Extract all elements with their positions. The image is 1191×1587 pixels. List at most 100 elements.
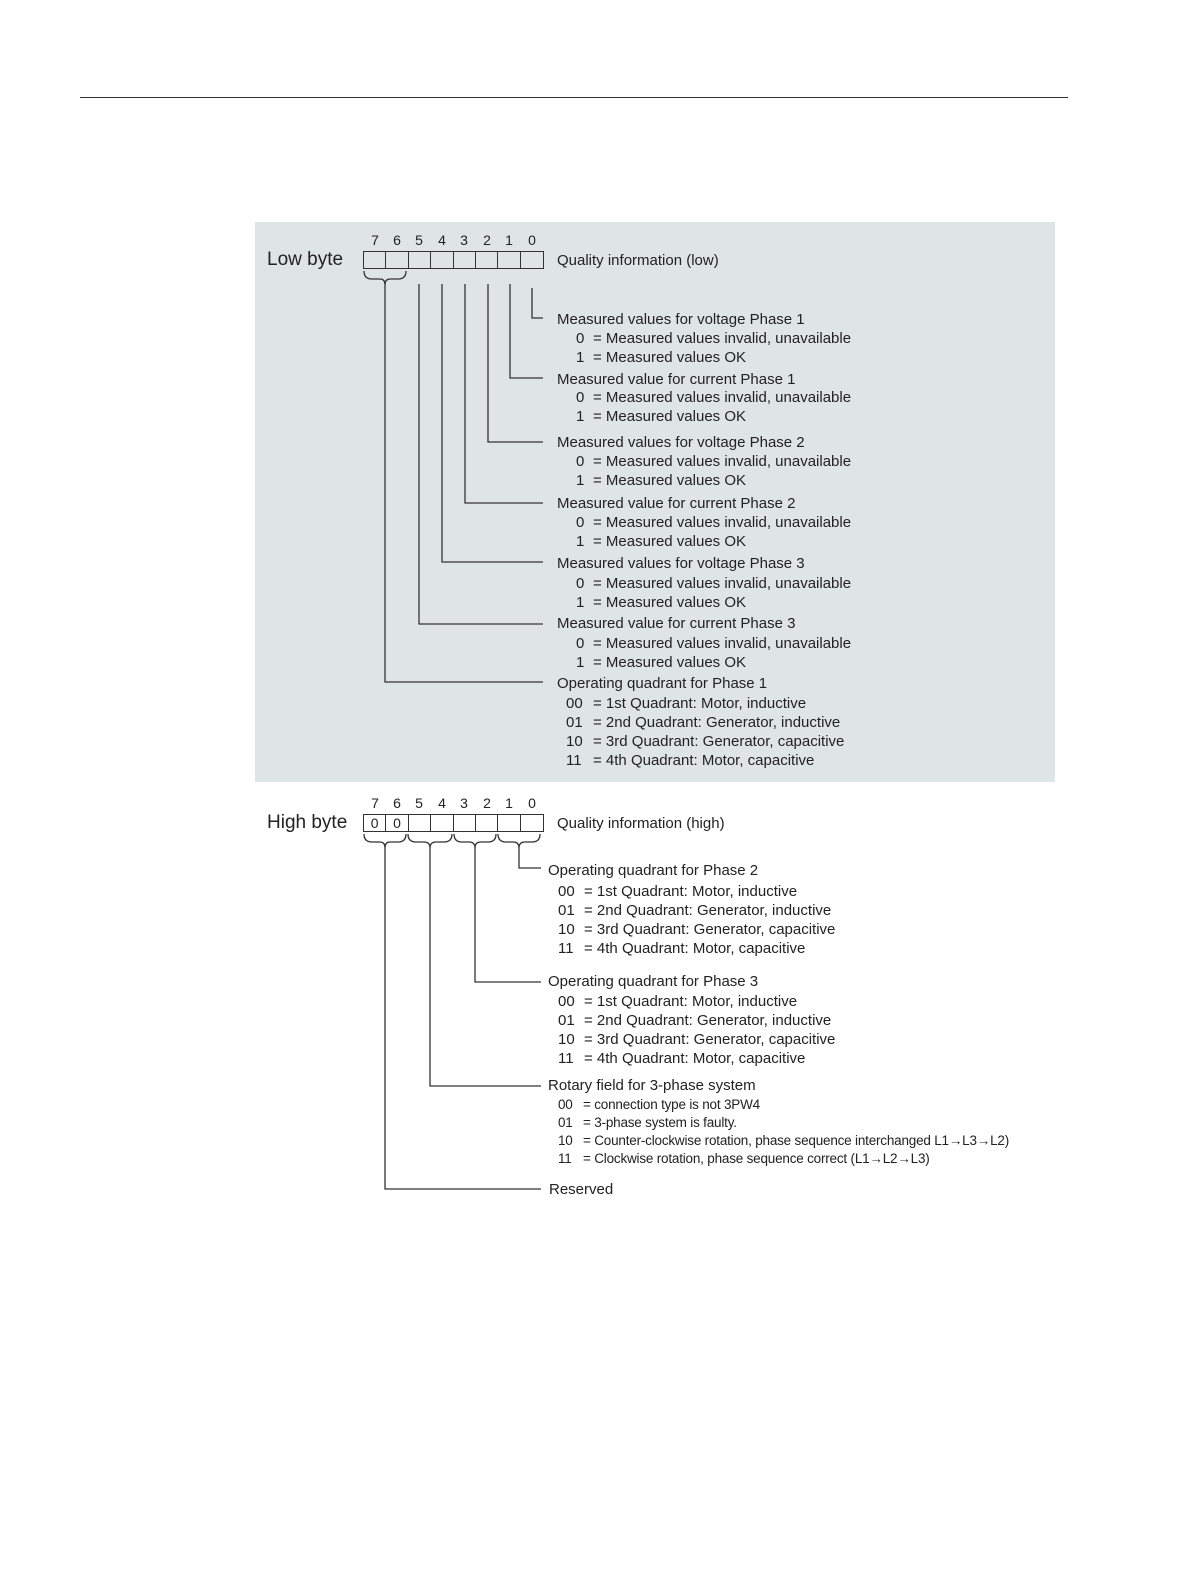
low-leader-bit4	[441, 284, 543, 563]
value-text: = Measured values OK	[593, 654, 746, 671]
low-bit-cell	[409, 252, 432, 268]
value-text: = 3rd Quadrant: Generator, capacitive	[584, 1031, 836, 1048]
low-bit-cell	[454, 252, 476, 268]
high-bit-number: 6	[393, 795, 401, 811]
low-bit-number: 7	[371, 232, 379, 248]
low-brace-bits-7-6	[363, 270, 407, 286]
low-byte-header: Quality information (low)	[557, 252, 719, 269]
value-text: = 1st Quadrant: Motor, inductive	[584, 883, 798, 900]
high-bit-cell: 0	[386, 815, 409, 831]
value-text: = Measured values invalid, unavailable	[593, 453, 852, 470]
value-code: 11	[558, 1050, 574, 1067]
value-code: 1	[576, 349, 585, 366]
low-bit-cell	[386, 252, 409, 268]
high-brace-bits-7-6	[363, 833, 407, 849]
field-title: Operating quadrant for Phase 1	[557, 675, 768, 692]
value-code: 0	[576, 575, 585, 592]
low-byte-label: Low byte	[267, 249, 344, 270]
low-leader-bit76	[384, 285, 543, 683]
value-code: 1	[576, 654, 585, 671]
value-text: = 2nd Quadrant: Generator, inductive	[593, 714, 841, 731]
value-code: 01	[558, 1115, 573, 1130]
low-leader-bit1	[509, 284, 543, 379]
value-text: = Measured values OK	[593, 594, 746, 611]
low-bit-cell	[521, 252, 543, 268]
value-text: = Measured values OK	[593, 533, 746, 550]
value-code: 1	[576, 594, 585, 611]
field-title: Reserved	[549, 1181, 614, 1198]
high-brace-bits-5-4	[407, 833, 453, 849]
low-byte-panel	[255, 222, 1055, 782]
high-bit-cell	[431, 815, 454, 831]
high-bit-number: 1	[505, 795, 513, 811]
field-title: Measured value for current Phase 1	[557, 371, 796, 388]
top-rule	[80, 97, 1068, 98]
high-byte-cells: 0 0	[363, 814, 544, 832]
high-bit-cell	[476, 815, 499, 831]
value-text: = 3rd Quadrant: Generator, capacitive	[584, 921, 836, 938]
field-title: Rotary field for 3-phase system	[548, 1077, 756, 1094]
high-leader-bits54	[429, 848, 541, 1087]
value-text: = 1st Quadrant: Motor, inductive	[593, 695, 807, 712]
low-bit-number: 5	[415, 232, 423, 248]
value-text: = Measured values invalid, unavailable	[593, 330, 852, 347]
low-leader-bit5	[418, 284, 543, 625]
low-leader-bit2	[487, 284, 543, 443]
value-code: 1	[576, 472, 585, 489]
low-bit-number: 4	[438, 232, 446, 248]
value-code: 11	[558, 1151, 572, 1166]
value-code: 01	[558, 1012, 575, 1029]
value-text: = Measured values OK	[593, 472, 746, 489]
high-bit-cell	[409, 815, 432, 831]
value-code: 0	[576, 635, 585, 652]
field-title: Measured value for current Phase 2	[557, 495, 796, 512]
low-byte-cells	[363, 251, 544, 269]
high-bit-cell	[498, 815, 521, 831]
high-bit-number: 5	[415, 795, 423, 811]
high-bit-number: 3	[460, 795, 468, 811]
high-bit-number: 4	[438, 795, 446, 811]
low-bit-number: 2	[483, 232, 491, 248]
value-code: 11	[558, 940, 574, 957]
low-bit-number: 3	[460, 232, 468, 248]
field-title: Measured value for current Phase 3	[557, 615, 796, 632]
field-title: Measured values for voltage Phase 1	[557, 311, 805, 328]
high-byte-header: Quality information (high)	[557, 815, 725, 832]
value-text: = 1st Quadrant: Motor, inductive	[584, 993, 798, 1010]
value-code: 00	[558, 993, 575, 1010]
low-bit-number: 6	[393, 232, 401, 248]
field-title: Operating quadrant for Phase 2	[548, 862, 759, 879]
low-bit-cell	[476, 252, 499, 268]
value-code: 01	[558, 902, 575, 919]
low-bit-cell	[364, 252, 387, 268]
value-code: 10	[566, 733, 583, 750]
field-title: Operating quadrant for Phase 3	[548, 973, 759, 990]
value-code: 10	[558, 1031, 575, 1048]
value-text: = connection type is not 3PW4	[583, 1097, 760, 1112]
high-bit-number: 0	[528, 795, 536, 811]
value-code: 1	[576, 408, 585, 425]
value-text: = Measured values OK	[593, 349, 746, 366]
field-title: Measured values for voltage Phase 3	[557, 555, 805, 572]
high-bit-number: 2	[483, 795, 491, 811]
value-text: = 3rd Quadrant: Generator, capacitive	[593, 733, 845, 750]
field-title: Measured values for voltage Phase 2	[557, 434, 805, 451]
high-bit-cell	[454, 815, 476, 831]
value-text: = Measured values invalid, unavailable	[593, 635, 852, 652]
low-bit-number: 0	[528, 232, 536, 248]
value-text: = 4th Quadrant: Motor, capacitive	[584, 1050, 806, 1067]
value-text: = 2nd Quadrant: Generator, inductive	[584, 1012, 832, 1029]
high-brace-bits-1-0	[497, 833, 541, 849]
high-bit-cell: 0	[364, 815, 387, 831]
value-code: 0	[576, 330, 585, 347]
high-leader-bits32	[474, 848, 541, 983]
low-bit-cell	[498, 252, 521, 268]
high-leader-bits10	[518, 848, 541, 869]
low-leader-bit0	[531, 288, 543, 319]
value-text: = 2nd Quadrant: Generator, inductive	[584, 902, 832, 919]
value-code: 00	[558, 1097, 573, 1112]
high-bit-cell	[521, 815, 543, 831]
value-code: 0	[576, 389, 585, 406]
value-code: 0	[576, 514, 585, 531]
